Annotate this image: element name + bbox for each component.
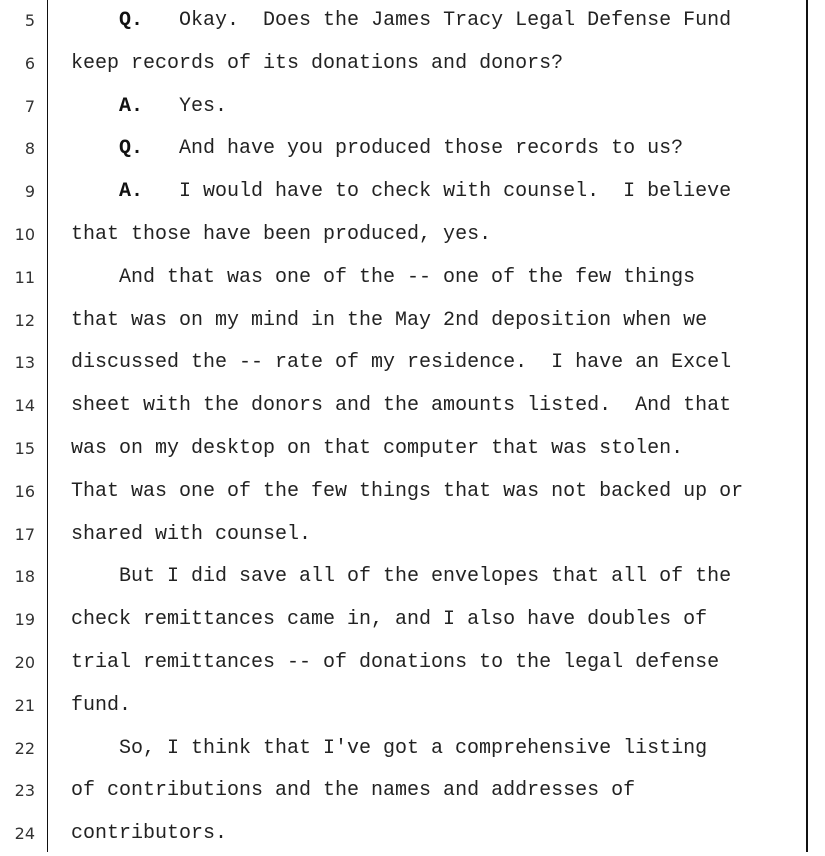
testimony-text: keep records of its donations and donors…	[71, 51, 564, 75]
line-number: 17	[14, 524, 35, 544]
line-text: that those have been produced, yes.	[71, 214, 491, 257]
testimony-text: But I did save all of the envelopes that…	[119, 565, 732, 589]
line-number: 20	[14, 653, 35, 672]
line-text: check remittances came in, and I also ha…	[71, 599, 707, 642]
line-number: 19	[14, 610, 35, 630]
line-number: 24	[14, 824, 35, 844]
line-text: But I did save all of the envelopes that…	[119, 556, 731, 599]
testimony-text: shared with counsel.	[71, 522, 312, 546]
transcript-line: 19 check remittances came in, and I also …	[0, 599, 806, 642]
line-text: Q. And have you produced those records t…	[119, 128, 683, 171]
transcript-line: 23 of contributions and the names and add…	[0, 770, 806, 813]
line-text: So, I think that I've got a comprehensiv…	[119, 728, 707, 771]
transcript-line: 24 contributors.	[0, 813, 806, 856]
testimony-text: And have you produced those records to u…	[179, 137, 684, 161]
testimony-text: And that was one of the -- one of the fe…	[119, 265, 696, 289]
line-number: 5	[24, 11, 35, 30]
transcript-line: 15 was on my desktop on that computer tha…	[0, 428, 806, 471]
testimony-text: was on my desktop on that computer that …	[71, 437, 684, 460]
testimony-text: that those have been produced, yes.	[71, 223, 492, 246]
line-number: 22	[14, 738, 35, 758]
line-text: A. I would have to check with counsel. I…	[119, 171, 731, 214]
transcript-line: 7 A. Yes.	[0, 86, 806, 129]
testimony-text: discussed the -- rate of my residence. I…	[71, 351, 732, 375]
transcript-line: 13 discussed the -- rate of my residence.…	[0, 342, 806, 385]
speaker-label: Q.	[119, 9, 144, 32]
line-number: 9	[24, 182, 35, 202]
line-text: A. Yes.	[119, 86, 227, 129]
testimony-text: sheet with the donors and the amounts li…	[71, 394, 732, 418]
line-text: trial remittances -- of donations to the…	[71, 642, 719, 685]
line-text: discussed the -- rate of my residence. I…	[71, 342, 731, 385]
testimony-text: of contributions and the names and addre…	[71, 779, 636, 803]
testimony-text: I would have to check with counsel. I be…	[179, 180, 732, 204]
transcript-line: 11 And that was one of the -- one of the …	[0, 257, 806, 300]
transcript-line: 8 Q. And have you produced those records …	[0, 128, 806, 171]
transcript-line: 22 So, I think that I've got a comprehens…	[0, 728, 806, 771]
line-number: 18	[14, 567, 35, 587]
line-text: And that was one of the -- one of the fe…	[119, 257, 695, 300]
line-number: 11	[14, 267, 35, 287]
line-number: 23	[14, 781, 35, 801]
line-text: that was on my mind in the May 2nd depos…	[71, 300, 707, 343]
line-text: fund.	[71, 685, 131, 728]
testimony-text: trial remittances -- of donations to the…	[71, 651, 720, 674]
transcript-line: 14 sheet with the donors and the amounts …	[0, 385, 806, 428]
line-number: 6	[24, 53, 35, 73]
line-number: 16	[14, 481, 35, 501]
line-text: shared with counsel.	[71, 514, 311, 557]
transcript-line: 16 That was one of the few things that wa…	[0, 471, 806, 514]
transcript-line: 20 trial remittances -- of donations to t…	[0, 642, 806, 685]
transcript-line: 5 Q. Okay. Does the James Tracy Legal Def…	[0, 0, 806, 43]
line-number: 15	[14, 439, 35, 458]
line-text: was on my desktop on that computer that …	[71, 428, 683, 471]
transcript-line: 10 that those have been produced, yes.	[0, 214, 806, 257]
transcript-line: 12 that was on my mind in the May 2nd dep…	[0, 300, 806, 343]
line-text: sheet with the donors and the amounts li…	[71, 385, 731, 428]
line-text: keep records of its donations and donors…	[71, 43, 563, 86]
speaker-label: A.	[119, 180, 144, 204]
testimony-text: Okay. Does the James Tracy Legal Defense…	[179, 9, 732, 32]
line-text: contributors.	[71, 813, 227, 856]
line-number: 21	[14, 695, 35, 715]
testimony-text: Yes.	[179, 94, 228, 118]
line-number: 12	[14, 310, 35, 330]
testimony-text: fund.	[71, 693, 132, 717]
line-number: 8	[24, 139, 35, 159]
line-number: 7	[24, 96, 35, 116]
transcript-line: 21 fund.	[0, 685, 806, 728]
transcript-line: 6 keep records of its donations and donor…	[0, 43, 806, 86]
line-number: 13	[14, 353, 35, 373]
transcript-line: 9 A. I would have to check with counsel. …	[0, 171, 806, 214]
speaker-label: Q.	[119, 137, 144, 161]
speaker-label: A.	[119, 94, 144, 118]
left-margin-rule	[47, 0, 48, 852]
line-number: 14	[14, 396, 35, 416]
testimony-text: check remittances came in, and I also ha…	[71, 608, 708, 632]
line-text: of contributions and the names and addre…	[71, 770, 635, 813]
transcript-line: 18 But I did save all of the envelopes th…	[0, 556, 806, 599]
transcript-line: 17 shared with counsel.	[0, 514, 806, 557]
testimony-text: contributors.	[71, 822, 228, 846]
line-number: 10	[14, 225, 35, 244]
line-text: That was one of the few things that was …	[71, 471, 743, 514]
testimony-text: that was on my mind in the May 2nd depos…	[71, 308, 708, 332]
line-text: Q. Okay. Does the James Tracy Legal Defe…	[119, 0, 731, 43]
testimony-text: So, I think that I've got a comprehensiv…	[119, 736, 708, 760]
right-margin-rule	[806, 0, 808, 852]
testimony-text: That was one of the few things that was …	[71, 479, 744, 503]
